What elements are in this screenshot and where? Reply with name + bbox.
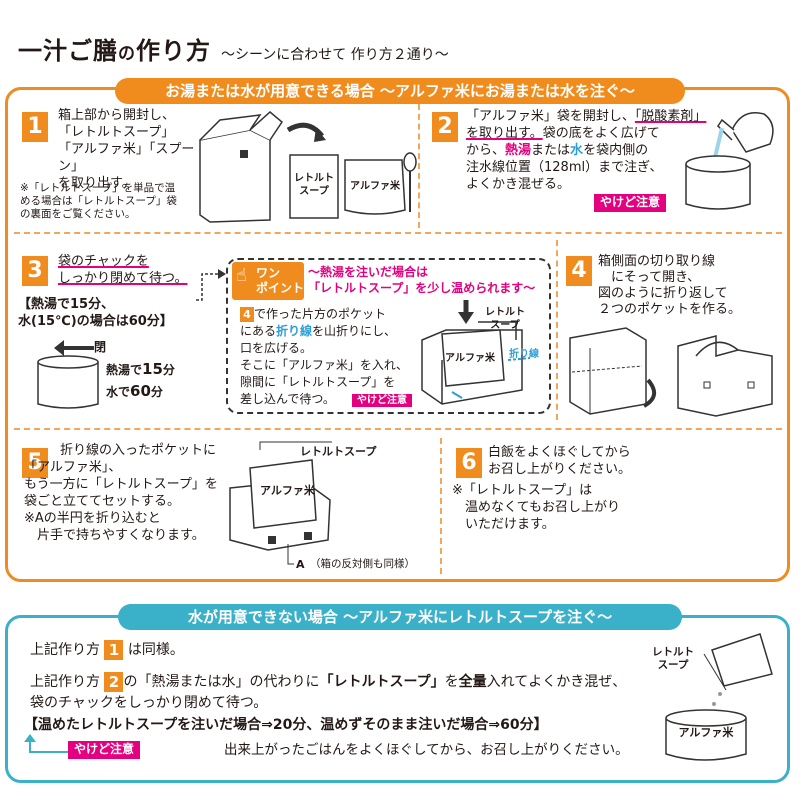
step5-a-label: A bbox=[296, 558, 305, 571]
step1-number: 1 bbox=[22, 112, 48, 142]
step1-illustration bbox=[199, 111, 417, 223]
onepoint-t2: を山折りにし、 口を広げる。 そこに「アルファ米」を入れ、 隙間に「レトルトスー… bbox=[240, 324, 409, 406]
title-main: 一汁ご膳 bbox=[18, 37, 118, 65]
step3-wait-time: 【熱湯で15分、 水(15℃)の場合は60分】 bbox=[18, 297, 173, 329]
water-unit: 分 bbox=[150, 385, 163, 399]
hot-min: 15 bbox=[142, 360, 163, 378]
nowater-step2-ref: 2 bbox=[104, 672, 124, 692]
nowater-line3: 袋のチャックをしっかり閉めて待つ。 bbox=[30, 695, 268, 711]
divider bbox=[556, 240, 558, 420]
step5-text: 折り線の入ったポケットに 「アルファ米」、 もう一方に「レトルトスープ」を 袋ご… bbox=[24, 443, 218, 543]
step2-t3: を取り出す。 bbox=[466, 126, 543, 141]
nowater-pour-illustration bbox=[665, 633, 773, 761]
nowater-l1a: 上記作り方 bbox=[30, 642, 100, 658]
step1-text: 箱上部から開封し、 「レトルトスープ」 「アルファ米」「スプーン」 を取り出す。 bbox=[58, 108, 195, 191]
step3-text: 袋のチャックを しっかり閉めて待つ。 bbox=[58, 253, 218, 287]
step1-note: ※「レトルトスープ」を単品で温 める場合は「レトルトスープ」袋 の裏面をご覧くだ… bbox=[20, 182, 177, 220]
hot-label: 熱湯で bbox=[106, 363, 143, 377]
nowater-warning-arrow bbox=[24, 734, 68, 753]
step2-t7: または bbox=[531, 143, 571, 158]
step3-number: 3 bbox=[22, 256, 48, 286]
step5-illustration bbox=[229, 441, 332, 565]
onepoint-fold-label: 折り線 bbox=[509, 349, 539, 360]
onepoint-ref: 4 bbox=[240, 307, 254, 322]
step2-text: 「アルファ米」袋を開封し、「脱酸素剤」 を取り出す。袋の底をよく広げて から、熱… bbox=[466, 108, 716, 193]
divider bbox=[14, 428, 782, 430]
hand-icon: ☝ bbox=[236, 265, 247, 286]
onepoint-illustration bbox=[421, 300, 531, 405]
divider bbox=[418, 104, 420, 228]
nowater-soup-label: レトルト スープ bbox=[652, 646, 694, 671]
step3-t2: しっかり閉めて待つ。 bbox=[58, 271, 188, 286]
onepoint-badge: ☝ ワン ポイント bbox=[232, 262, 304, 300]
divider bbox=[440, 438, 442, 574]
onepoint-heading: 〜熱湯を注いだ場合は 「レトルトスープ」を少し温められます〜 bbox=[308, 264, 535, 296]
step4-text: 箱側面の切り取り線 にそって開き、 図のように折り返して ２つのポケットを作る。 bbox=[598, 254, 742, 317]
onepoint-head1: 〜熱湯を注いだ場合は bbox=[308, 265, 429, 279]
step2-t6: 熱湯 bbox=[505, 143, 532, 158]
hot-unit: 分 bbox=[162, 363, 175, 377]
step2-t11: よくかき混ぜる。 bbox=[466, 177, 571, 192]
divider bbox=[14, 232, 782, 234]
title-no: の bbox=[118, 44, 136, 64]
step5-a-note: （箱の反対側も同様） bbox=[310, 558, 415, 570]
step6-note: ※「レトルトスープ」は 温めなくてもお召し上がり いただけます。 bbox=[452, 483, 620, 532]
step2-t2: 「脱酸素剤」 bbox=[634, 109, 707, 124]
nowater-l2b: の「熱湯または水」の代わりに bbox=[123, 674, 320, 690]
step2-t4: 袋の底をよく広げて bbox=[542, 126, 660, 141]
step3-t1: 袋のチャックを bbox=[58, 254, 149, 269]
step1-soup-label: レトルト スープ bbox=[294, 173, 334, 197]
step2-t1: 「アルファ米」袋を開封し、 bbox=[466, 109, 635, 124]
nowater-step1-ref: 1 bbox=[104, 640, 124, 660]
step2-t8: 水 bbox=[570, 143, 584, 158]
step4-number: 4 bbox=[566, 256, 592, 286]
step6-text: 白飯をよくほぐしてから お召し上がりください。 bbox=[488, 445, 632, 477]
step3-bag-illustration bbox=[37, 340, 99, 409]
step2-burn-warning: やけど注意 bbox=[594, 194, 667, 212]
step3-close-label: 閉 bbox=[94, 340, 107, 354]
nowater-l2e: 全量 bbox=[458, 674, 487, 690]
onepoint-burn-warning: やけど注意 bbox=[352, 394, 412, 408]
step5-soup-label: レトルトスープ bbox=[300, 445, 377, 458]
hot-water-heading: お湯または水が用意できる場合 〜アルファ米にお湯または水を注ぐ〜 bbox=[115, 78, 685, 104]
step6-number: 6 bbox=[456, 448, 482, 478]
step3-hot-time: 熱湯で15分 bbox=[106, 360, 175, 380]
nowater-line4: 【温めたレトルトスープを注いだ場合⇒20分、温めずそのまま注いだ場合⇒60分】 bbox=[24, 717, 548, 733]
onepoint-box bbox=[226, 258, 551, 414]
arrow-to-onepoint bbox=[196, 269, 226, 301]
step4-illustration bbox=[569, 327, 773, 417]
page-title: 一汁ご膳の作り方〜シーンに合わせて 作り方２通り〜 bbox=[18, 36, 449, 68]
step5-rice-label: アルファ米 bbox=[260, 484, 315, 497]
step2-number: 2 bbox=[432, 112, 458, 142]
nowater-l2f: 入れてよくかき混ぜ、 bbox=[486, 674, 627, 690]
onepoint-fold: 折り線 bbox=[276, 324, 313, 338]
nowater-line1: 上記作り方 1 は同様。 bbox=[30, 640, 184, 660]
step2-t9: を袋内側の bbox=[583, 143, 649, 158]
onepoint-t1: で作った片方のポケット にある bbox=[240, 307, 387, 338]
nowater-l2a: 上記作り方 bbox=[30, 674, 100, 690]
no-water-heading: 水が用意できない場合 〜アルファ米にレトルトスープを注ぐ〜 bbox=[118, 604, 682, 630]
nowater-line5: 出来上がったごはんをよくほぐしてから、お召し上がりください。 bbox=[224, 742, 629, 758]
onepoint-rice-label: アルファ米 bbox=[445, 353, 495, 364]
step2-t10: 注水線位置（128ml）まで注ぎ、 bbox=[466, 160, 663, 175]
nowater-l1b: は同様。 bbox=[127, 642, 184, 658]
water-label: 水で bbox=[106, 385, 131, 399]
onepoint-label: ワン ポイント bbox=[256, 266, 305, 295]
onepoint-soup-label: レトルト スープ bbox=[485, 307, 525, 331]
water-min: 60 bbox=[130, 382, 151, 400]
onepoint-head2: 「レトルトスープ」を少し温められます〜 bbox=[308, 281, 536, 295]
title-main-b: 作り方 bbox=[136, 37, 211, 65]
step5-number: 5 bbox=[22, 448, 48, 478]
nowater-burn-warning: やけど注意 bbox=[68, 741, 141, 759]
nowater-rice-label: アルファ米 bbox=[678, 726, 734, 739]
step1-rice-label: アルファ米 bbox=[350, 181, 400, 192]
nowater-l2d: を bbox=[444, 674, 459, 690]
step2-t5: から、 bbox=[466, 143, 506, 158]
title-subtitle: 〜シーンに合わせて 作り方２通り〜 bbox=[221, 47, 449, 63]
step2-kettle-illustration bbox=[685, 112, 774, 210]
step3-water-time: 水で60分 bbox=[106, 382, 163, 402]
nowater-l2c: 「レトルトスープ」 bbox=[319, 674, 445, 690]
